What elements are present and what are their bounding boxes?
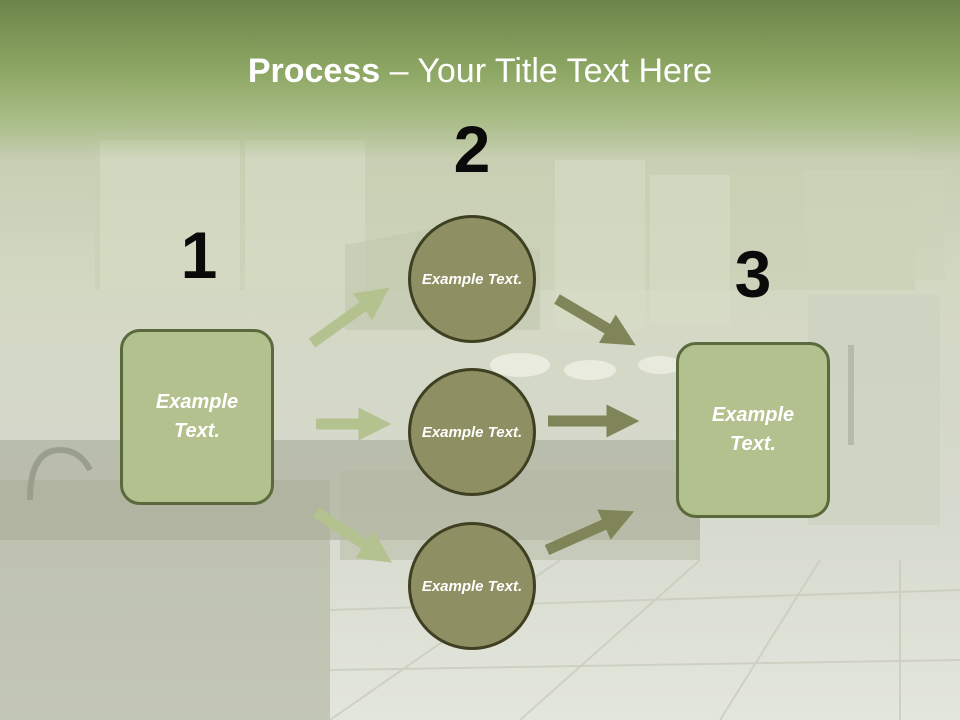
step-2-text-bottom: Example Text.: [421, 577, 523, 595]
step-3-number: 3: [734, 237, 772, 311]
arrow-1-to-2a: [308, 287, 390, 348]
step-3-text: Example Text.: [711, 404, 795, 455]
slide-title: Process – Your Title Text Here: [0, 52, 960, 91]
title-banner: [0, 0, 960, 160]
step-2-circle-middle: Example Text.: [408, 368, 536, 496]
step-2-text-middle: Example Text.: [421, 423, 523, 441]
arrow-2a-to-3: [554, 294, 636, 346]
step-2-circle-bottom: Example Text.: [408, 522, 536, 650]
title-rest: – Your Title Text Here: [380, 52, 713, 90]
step-1-box: Example Text.: [120, 329, 274, 505]
step-2-circle-top: Example Text.: [408, 215, 536, 343]
step-1-number: 1: [180, 218, 218, 292]
step-3-box: Example Text.: [676, 342, 830, 518]
step-2-text-top: Example Text.: [421, 270, 523, 288]
step-2-number: 2: [453, 112, 491, 186]
step-1-text: Example Text.: [155, 391, 239, 442]
title-bold: Process: [247, 52, 381, 90]
arrow-1-to-2c: [312, 507, 392, 563]
arrow-2c-to-3: [544, 509, 635, 556]
